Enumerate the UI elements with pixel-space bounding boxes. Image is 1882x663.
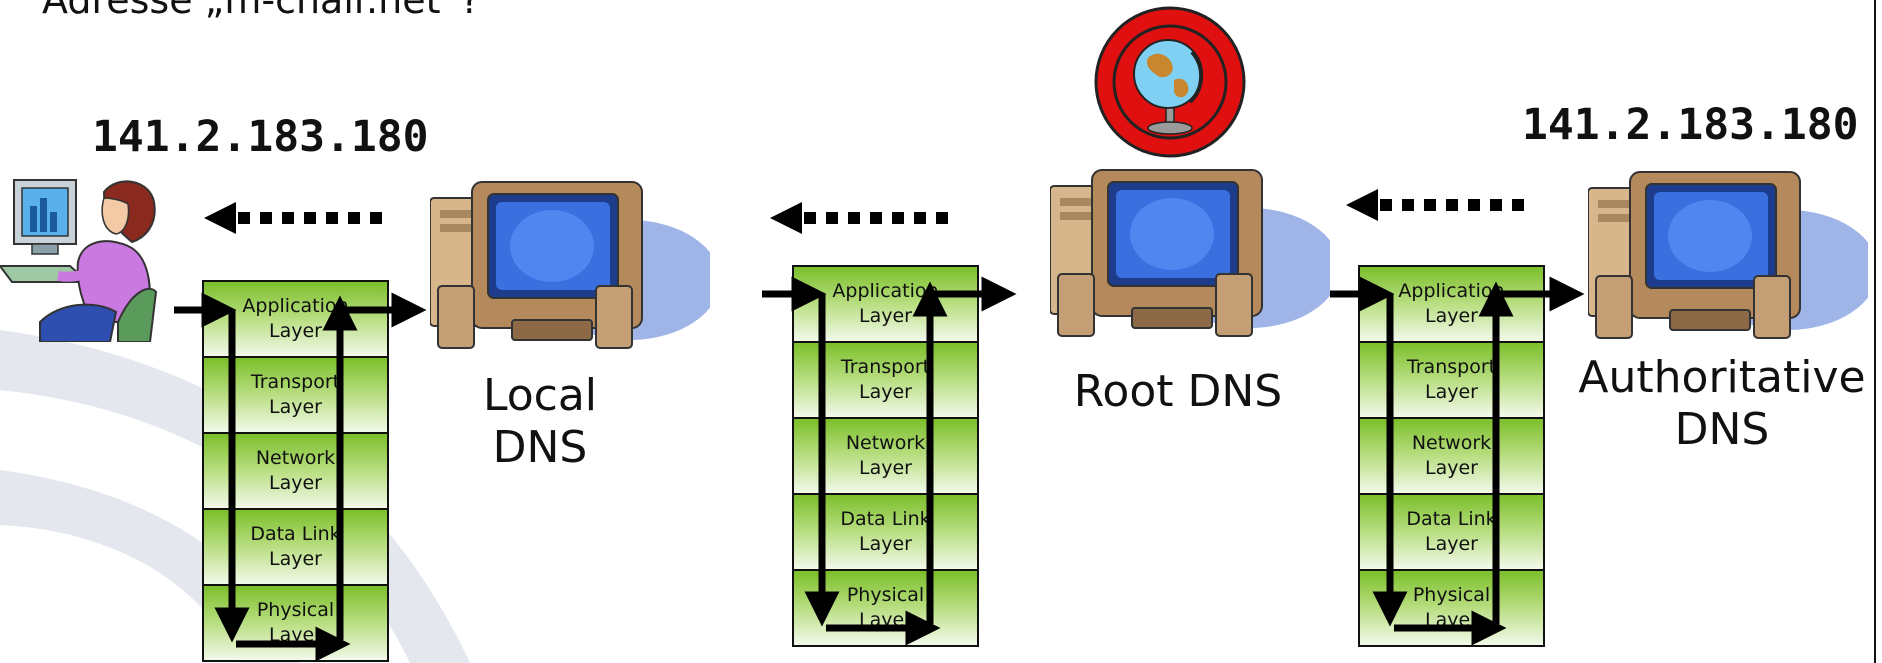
user-at-computer-icon bbox=[0, 172, 160, 346]
authoritative-dns-label: Authoritative DNS bbox=[1572, 352, 1872, 456]
authoritative-dns-computer-icon bbox=[1587, 160, 1878, 344]
root-dns-computer-icon bbox=[1049, 158, 1340, 342]
local-dns-label: Local DNS bbox=[482, 370, 598, 473]
slide-border bbox=[1874, 0, 1876, 663]
root-dns-label: Root DNS bbox=[1073, 366, 1283, 417]
ip-address-authoritative: 141.2.183.180 bbox=[1522, 100, 1859, 150]
globe-badge-icon bbox=[1094, 6, 1246, 162]
header-question: Adresse „m-chair.net“? bbox=[42, 0, 481, 22]
ip-address-client: 141.2.183.180 bbox=[92, 112, 429, 162]
authoritative-dns-label-line1: Authoritative bbox=[1578, 352, 1866, 403]
authoritative-dns-label-line2: DNS bbox=[1674, 404, 1770, 455]
local-dns-computer-icon bbox=[429, 170, 720, 354]
